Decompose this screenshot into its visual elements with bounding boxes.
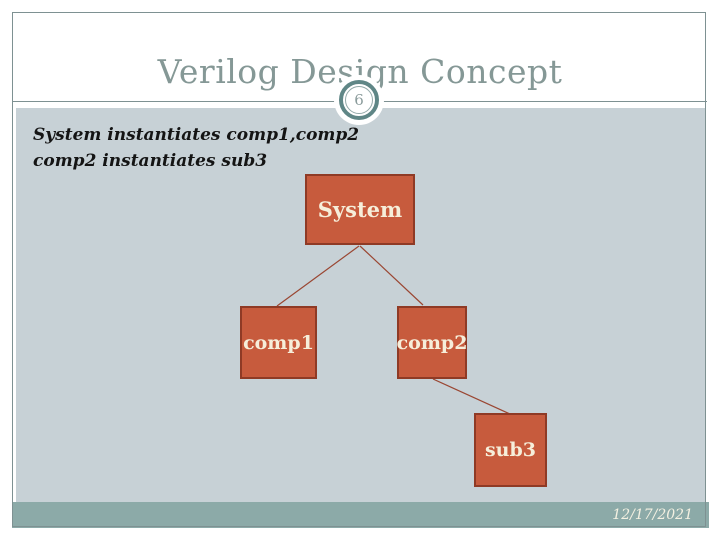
page-number-badge: 6 [339,80,379,120]
node-comp1: comp1 [240,306,317,379]
body-line-2: comp2 instantiates sub3 [33,151,268,171]
node-sub3-label: sub3 [484,439,537,461]
page-number-inner-ring: 6 [345,86,373,114]
footer-date: 12/17/2021 [612,507,693,523]
node-system-label: System [317,197,403,222]
node-comp1-label: comp1 [243,331,314,354]
node-comp2: comp2 [397,306,467,379]
node-comp2-label: comp2 [396,331,468,354]
footer-bar: 12/17/2021 [12,502,709,528]
body-line-1: System instantiates comp1,comp2 [33,125,360,145]
node-sub3: sub3 [474,413,547,487]
body-text-block: System instantiates comp1,comp2 comp2 in… [33,122,359,174]
node-system: System [305,174,415,245]
page-number: 6 [354,91,364,109]
